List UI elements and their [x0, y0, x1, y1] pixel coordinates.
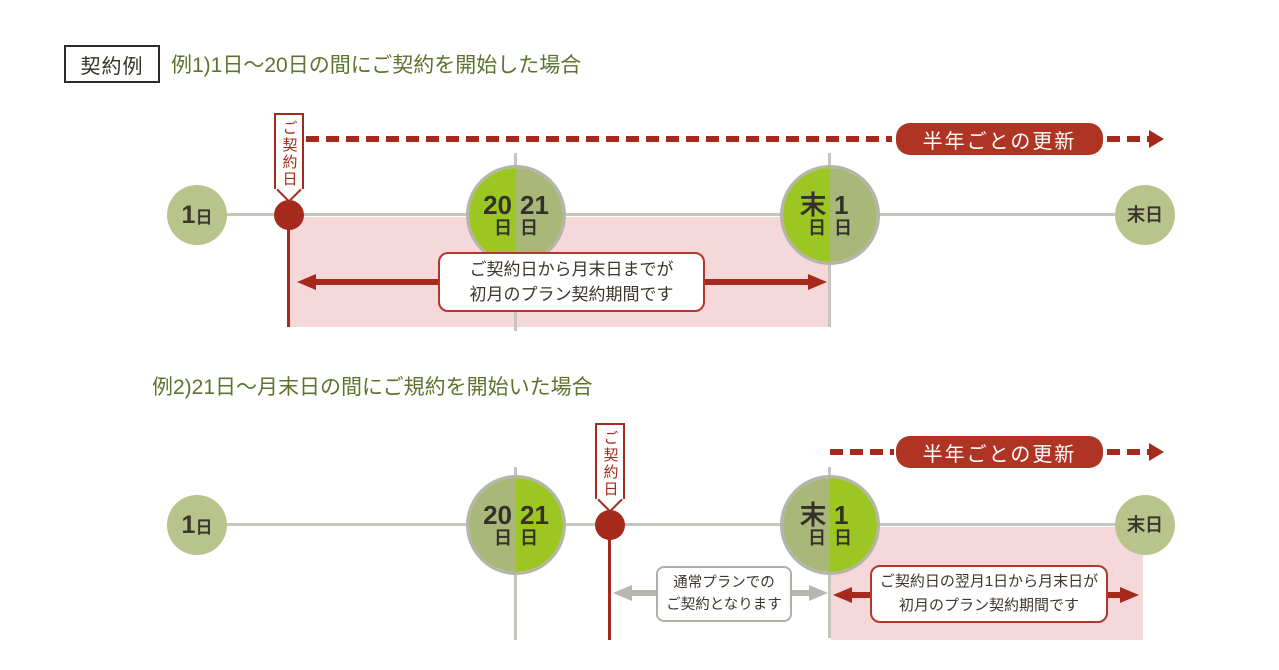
- arrowhead-right-icon: [1149, 443, 1164, 461]
- day-number: 20: [483, 499, 512, 530]
- day-unit: 日: [808, 218, 826, 239]
- note-line: 初月のプラン契約期間です: [898, 597, 1079, 614]
- arrowhead-right-icon: [808, 274, 827, 290]
- renewal-badge: 半年ごとの更新: [896, 436, 1103, 468]
- day-number: 1: [181, 201, 196, 229]
- renewal-dashed-line: [830, 449, 894, 455]
- day-unit: 日: [494, 528, 512, 549]
- timeline-line: [168, 523, 1128, 526]
- next-month-1-half: 1 日: [830, 168, 877, 262]
- arrowhead-right-icon: [809, 585, 828, 601]
- example1-title: 例1)1日〜20日の間にご契約を開始した場合: [171, 54, 582, 77]
- day-unit: 日: [494, 218, 512, 239]
- note-line: ご契約日から月末日までが: [469, 260, 674, 279]
- day-label: 末日: [1127, 205, 1163, 225]
- renewal-dashed-line: [306, 136, 892, 142]
- arrowhead-right-icon: [1149, 130, 1164, 148]
- day-number: 20: [483, 189, 512, 220]
- day-unit: 日: [834, 528, 852, 549]
- contract-day-dot: [595, 510, 625, 540]
- arrowhead-left-icon: [833, 587, 852, 603]
- day-20-half: 20 日: [469, 478, 516, 572]
- day-unit: 日: [834, 218, 852, 239]
- arrowhead-left-icon: [613, 585, 632, 601]
- timeline-line: [168, 213, 1128, 216]
- day-number: 1: [834, 189, 849, 220]
- day-label: 末日: [1127, 515, 1163, 535]
- day-20-21-circle: 20 日 21 日: [466, 165, 566, 265]
- contract-day-flag-label: ご契約日: [601, 430, 619, 498]
- day-unit: 日: [520, 218, 538, 239]
- contract-day-line: [287, 215, 290, 327]
- arrowhead-right-icon: [1120, 587, 1139, 603]
- month-end-next-1-circle: 末 日 1 日: [780, 165, 880, 265]
- contract-day-flag: ご契約日: [274, 113, 304, 189]
- day-number: 21: [520, 499, 549, 530]
- month-end-circle: 末日: [1115, 185, 1175, 245]
- month-end-next-1-circle: 末 日 1 日: [780, 475, 880, 575]
- day-unit: 日: [808, 528, 826, 549]
- note-line: ご契約日の翌月1日から月末日が: [879, 573, 1099, 590]
- arrowhead-left-icon: [297, 274, 316, 290]
- day-unit: 日: [195, 208, 213, 227]
- normal-plan-note: 通常プランでの ご契約となります: [656, 566, 792, 622]
- day-unit: 日: [520, 528, 538, 549]
- note-line: ご契約となります: [666, 597, 782, 613]
- day-number: 1: [181, 511, 196, 539]
- contract-day-flag-label: ご契約日: [280, 120, 298, 188]
- contract-day-line: [608, 525, 611, 640]
- day-20-21-circle: 20 日 21 日: [466, 475, 566, 575]
- example2-title: 例2)21日〜月末日の間にご規約を開始いた場合: [152, 376, 593, 399]
- contract-example-tag: 契約例: [64, 45, 160, 83]
- month-end-half: 末 日: [783, 478, 830, 572]
- day-unit: 日: [195, 518, 213, 537]
- day-number: 末: [799, 189, 826, 220]
- note-line: 通常プランでの: [673, 575, 775, 591]
- first-month-note: ご契約日から月末日までが 初月のプラン契約期間です: [438, 252, 705, 312]
- day-number: 末: [799, 499, 826, 530]
- month-end-circle: 末日: [1115, 495, 1175, 555]
- contract-day-flag: ご契約日: [595, 423, 625, 499]
- day-number: 21: [520, 189, 549, 220]
- renewal-badge: 半年ごとの更新: [896, 123, 1103, 155]
- first-month-note: ご契約日の翌月1日から月末日が 初月のプラン契約期間です: [870, 565, 1108, 623]
- day-21-half: 21 日: [516, 478, 563, 572]
- renewal-dashed-line: [1107, 449, 1149, 455]
- contract-day-dot: [274, 200, 304, 230]
- day-number: 1: [834, 499, 849, 530]
- renewal-dashed-line: [1107, 136, 1149, 142]
- note-line: 初月のプラン契約期間です: [469, 285, 674, 304]
